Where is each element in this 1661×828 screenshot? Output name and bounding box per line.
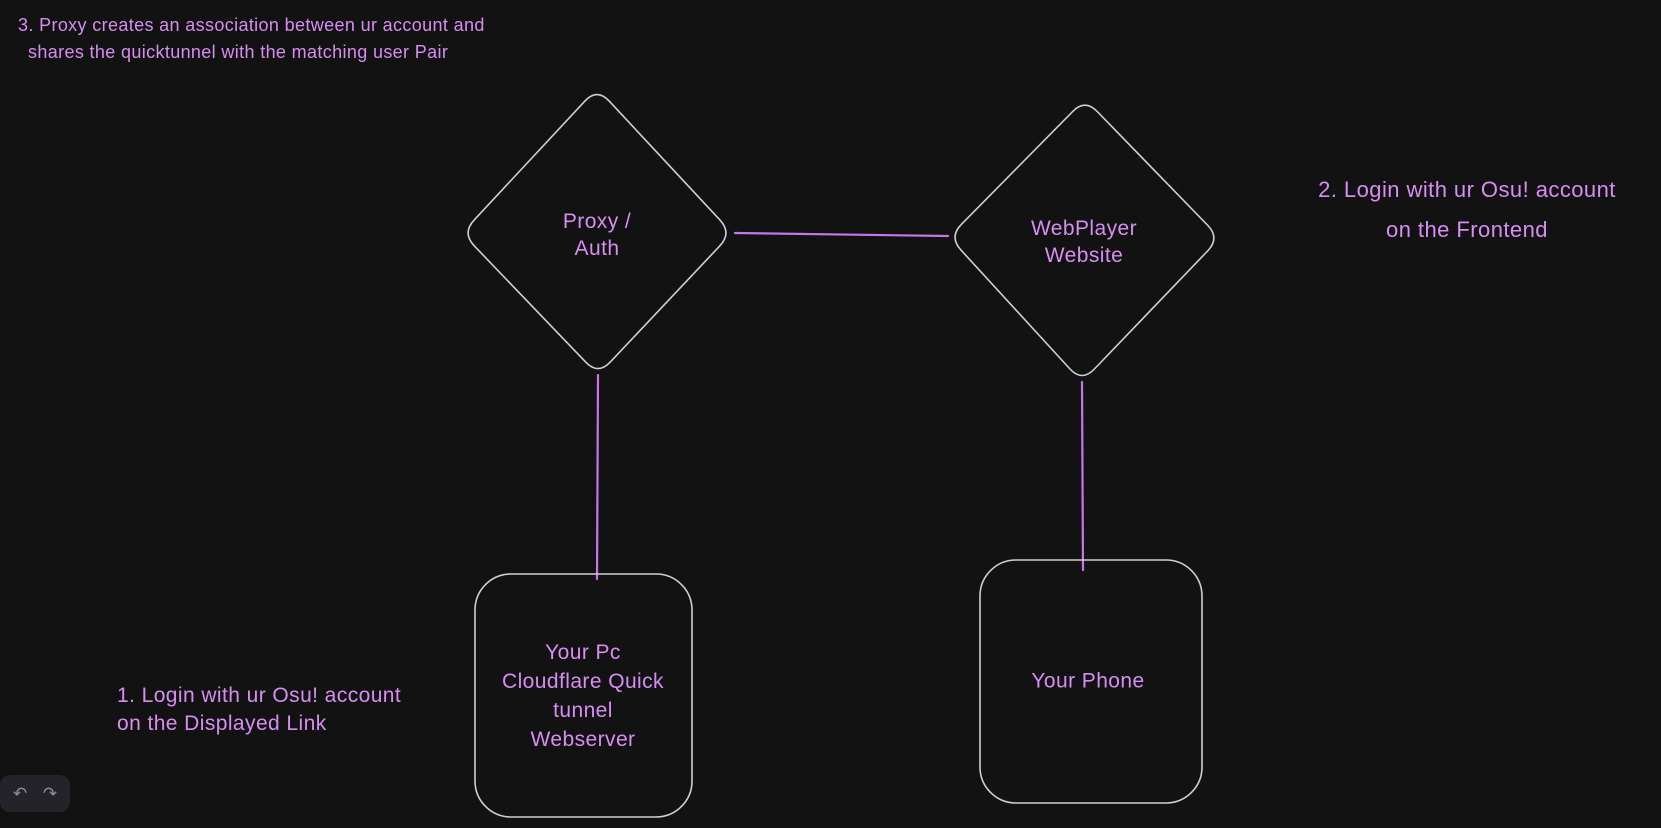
phone-label-line: Your Phone bbox=[1031, 669, 1145, 693]
redo-icon: ↷ bbox=[42, 783, 58, 804]
annotation-step-1-line: on the Displayed Link bbox=[117, 712, 327, 735]
undo-icon: ↶ bbox=[12, 783, 28, 804]
proxy-auth-diamond-shape[interactable] bbox=[467, 93, 727, 370]
proxy-auth-label[interactable]: Proxy / Auth bbox=[563, 208, 631, 262]
connector-webplayer-to-phone[interactable] bbox=[1080, 380, 1085, 572]
annotation-step-2[interactable]: 2. Login with ur Osu! account on the Fro… bbox=[1292, 170, 1642, 250]
annotation-step-3-line: shares the quicktunnel with the matching… bbox=[28, 42, 449, 62]
pc-webserver-label-line: Your Pc bbox=[545, 641, 621, 664]
proxy-auth-label-line: Auth bbox=[574, 237, 620, 260]
undo-redo-toolbar: ↶ ↷ bbox=[0, 775, 70, 812]
pc-webserver-label-line: tunnel bbox=[553, 699, 613, 722]
webplayer-label-line: Website bbox=[1044, 244, 1124, 267]
connector-proxy-to-webplayer[interactable] bbox=[733, 231, 950, 238]
undo-button[interactable]: ↶ bbox=[6, 780, 34, 808]
redo-button[interactable]: ↷ bbox=[36, 780, 64, 808]
annotation-step-3[interactable]: 3. Proxy creates an association between … bbox=[18, 12, 485, 66]
pc-webserver-label[interactable]: Your Pc Cloudflare Quick tunnel Webserve… bbox=[502, 638, 664, 754]
webplayer-label[interactable]: WebPlayer Website bbox=[1031, 215, 1137, 269]
annotation-step-1[interactable]: 1. Login with ur Osu! account on the Dis… bbox=[117, 682, 401, 738]
webplayer-label-line: WebPlayer bbox=[1030, 217, 1138, 240]
phone-label[interactable]: Your Phone bbox=[1031, 668, 1144, 695]
annotation-step-2-line: on the Frontend bbox=[1386, 217, 1548, 242]
pc-webserver-label-line: Webserver bbox=[530, 728, 636, 751]
webplayer-diamond-shape[interactable] bbox=[954, 104, 1215, 377]
proxy-auth-label-line: Proxy / bbox=[562, 210, 632, 233]
connector-proxy-to-pc[interactable] bbox=[595, 373, 600, 581]
phone-box-shape[interactable] bbox=[979, 559, 1203, 804]
annotation-step-3-line: 3. Proxy creates an association between … bbox=[18, 15, 485, 35]
annotation-step-1-line: 1. Login with ur Osu! account bbox=[117, 684, 402, 707]
annotation-step-2-line: 2. Login with ur Osu! account bbox=[1318, 177, 1616, 202]
pc-webserver-box-shape[interactable] bbox=[474, 573, 693, 818]
pc-webserver-label-line: Cloudflare Quick bbox=[502, 670, 664, 693]
